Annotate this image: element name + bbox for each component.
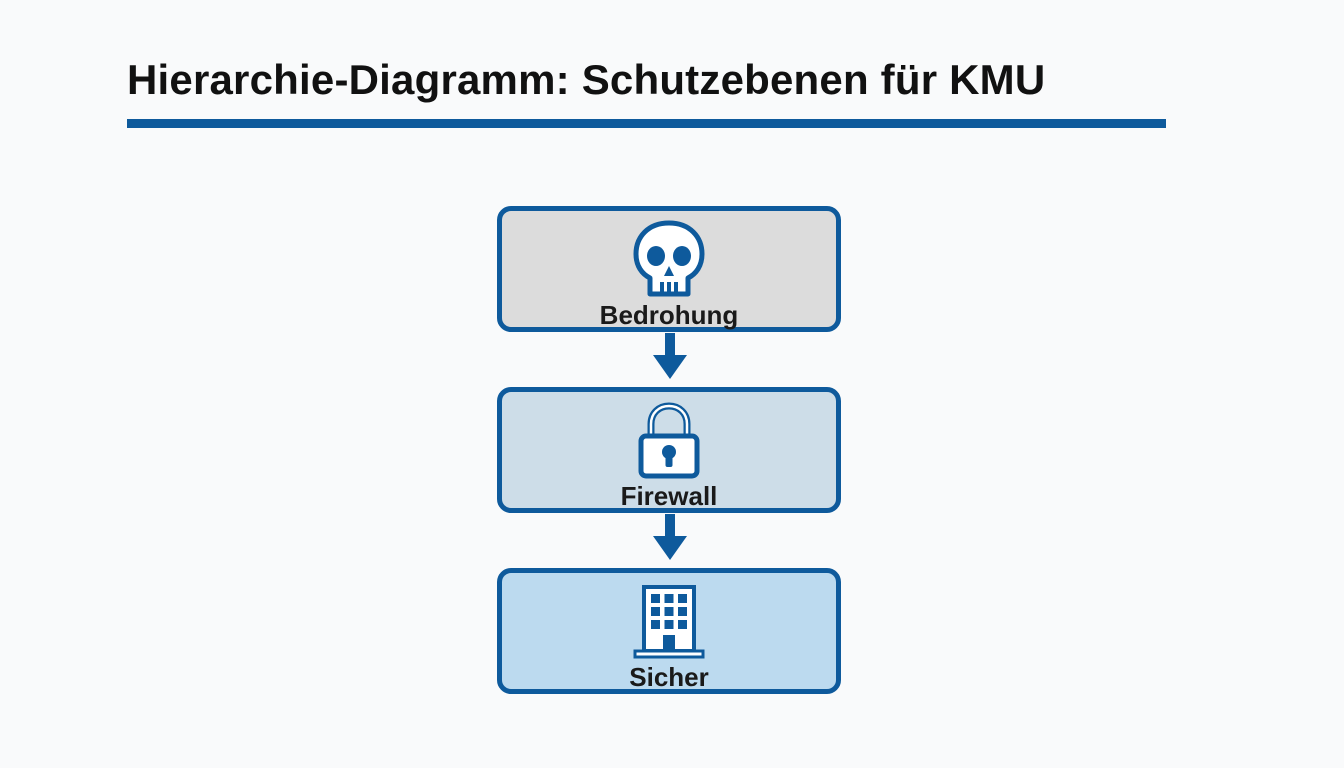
down-arrow-icon bbox=[653, 514, 687, 560]
level-box-threat: Bedrohung bbox=[497, 206, 841, 332]
level-label-firewall: Firewall bbox=[620, 481, 718, 511]
building-icon bbox=[633, 585, 705, 659]
down-arrow-icon bbox=[653, 333, 687, 379]
level-box-safe: Sicher bbox=[497, 568, 841, 694]
level-label-threat: Bedrohung bbox=[599, 300, 739, 330]
level-label-safe: Sicher bbox=[629, 662, 709, 692]
padlock-icon bbox=[638, 402, 700, 479]
page-title: Hierarchie-Diagramm: Schutzebenen für KM… bbox=[127, 56, 1046, 103]
skull-icon bbox=[633, 220, 705, 297]
level-box-firewall: Firewall bbox=[497, 387, 841, 513]
title-underline bbox=[127, 119, 1166, 128]
